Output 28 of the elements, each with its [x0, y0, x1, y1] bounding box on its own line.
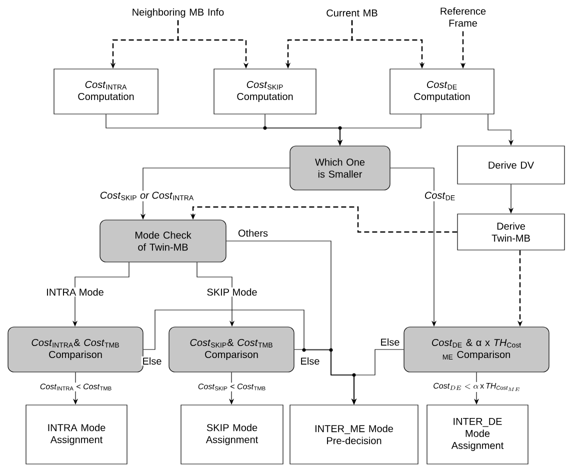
- edge-label: Cost$_{DE}$: [423, 190, 457, 202]
- input-label: Neighboring MB Info: [132, 8, 224, 18]
- edge-label: SKIP Mode: [206, 287, 258, 297]
- edge-label: Cost$_{INTRA}$ < Cost$_{TMB}$: [38, 382, 114, 392]
- edge-label: Else: [299, 356, 321, 366]
- edge-label: $\mathit{Cost}_{DE} < \alpha\,\mathrm{x}\,\mathit{TH}_{\mathit{Cost}_{ME}}$: [432, 382, 522, 392]
- edge-label: INTRA Mode: [45, 287, 105, 297]
- edge-label: Else: [141, 356, 163, 366]
- decision-box: Which One is Smaller: [290, 146, 390, 190]
- decision-box: Cost$_{SKIP}$& Cost$_{TMB}$ Comparison: [168, 326, 294, 372]
- result-box: INTER_DE Mode Assignment: [426, 404, 528, 464]
- input-label: Current MB: [326, 9, 378, 17]
- decision-box: Cost$_{DE}$ & α x TH$_{Cost}$ $_{ME}$ Comparison: [404, 326, 550, 372]
- process-box: Derive Twin-MB: [457, 214, 565, 250]
- process-box: Cost$_{DE}$ Computation: [390, 68, 494, 114]
- process-box: Derive DV: [457, 146, 565, 184]
- decision-box: Mode Check of Twin-MB: [100, 220, 226, 262]
- edge-label: Others: [237, 228, 269, 238]
- edge-label: Else: [379, 337, 401, 347]
- result-box: INTER_ME Mode Pre-decision: [290, 404, 418, 464]
- edge-label: Cost$_{SKIP}$ < Cost$_{TMB}$: [196, 382, 268, 392]
- input-label: Reference Frame: [440, 7, 486, 27]
- result-box: INTRA Mode Assignment: [26, 404, 128, 464]
- edge-label: Cost$_{SKIP}$ or Cost$_{INTRA}$: [98, 190, 196, 202]
- decision-box: Cost$_{INTRA}$& Cost$_{TMB}$ Comparison: [8, 326, 144, 372]
- process-box: Cost$_{SKIP}$ Computation: [214, 68, 316, 114]
- result-box: SKIP Mode Assignment: [180, 404, 284, 464]
- process-box: Cost$_{INTRA}$ Computation: [54, 68, 158, 114]
